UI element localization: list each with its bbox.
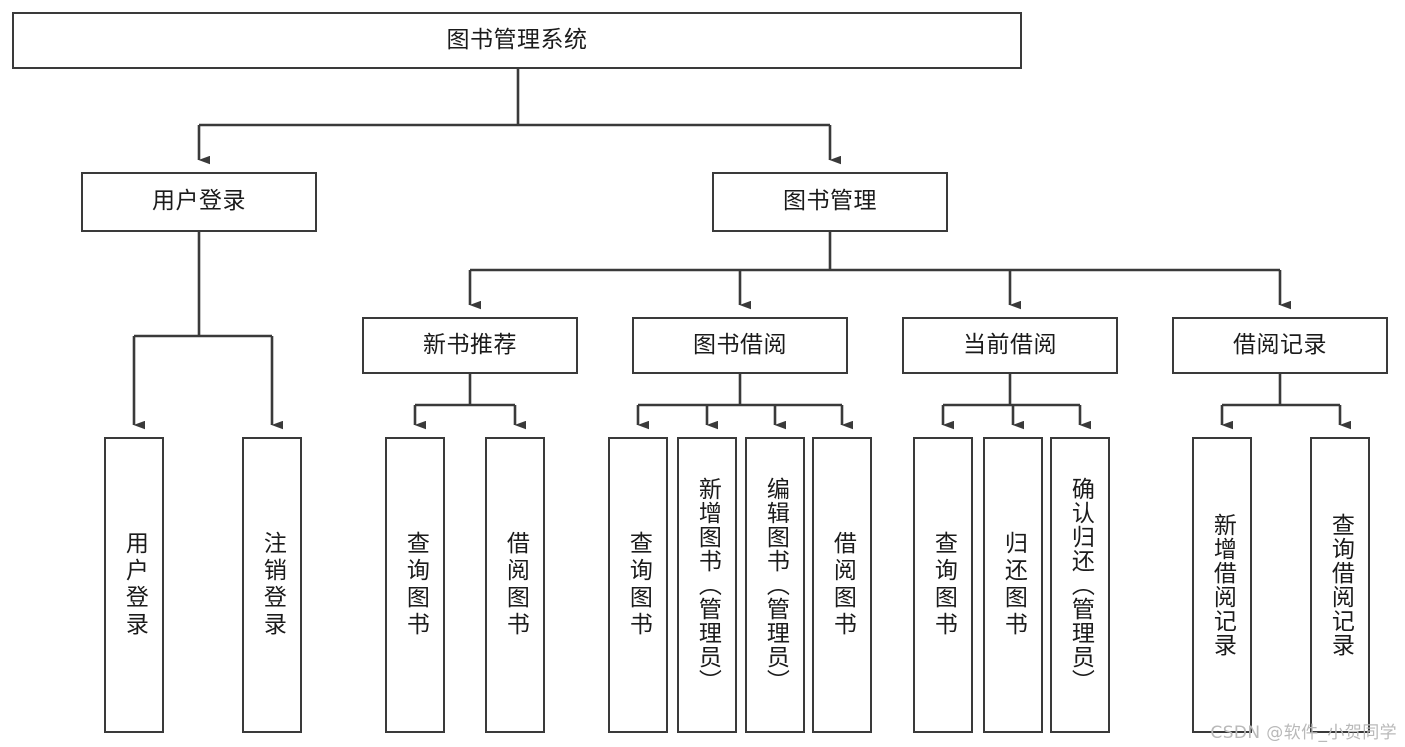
leaf-borrow-book-recommend[interactable]: 借阅图书 xyxy=(485,437,545,733)
leaf-add-book-admin[interactable]: 新增图书（管理员） xyxy=(677,437,737,733)
node-label: 新书推荐 xyxy=(423,331,517,358)
leaf-user-login[interactable]: 用户登录 xyxy=(104,437,164,733)
leaf-borrow-book[interactable]: 借阅图书 xyxy=(812,437,872,733)
leaf-query-book-recommend[interactable]: 查询图书 xyxy=(385,437,445,733)
node-label: 图书管理 xyxy=(783,188,877,215)
node-label: 新增图书（管理员） xyxy=(694,477,721,693)
node-label: 确认归还（管理员） xyxy=(1067,477,1094,693)
leaf-return-book[interactable]: 归还图书 xyxy=(983,437,1043,733)
leaf-logout[interactable]: 注销登录 xyxy=(242,437,302,733)
node-label: 查询借阅记录 xyxy=(1327,513,1354,657)
node-label: 新增借阅记录 xyxy=(1209,513,1236,657)
node-label: 图书管理系统 xyxy=(446,26,588,53)
node-current-borrow[interactable]: 当前借阅 xyxy=(902,317,1118,374)
csdn-watermark: CSDN @软件_小贺同学 xyxy=(1210,723,1397,743)
node-root-system[interactable]: 图书管理系统 xyxy=(12,12,1022,69)
node-label: 归还图书 xyxy=(1000,531,1027,639)
leaf-confirm-return-admin[interactable]: 确认归还（管理员） xyxy=(1050,437,1110,733)
leaf-query-borrow-record[interactable]: 查询借阅记录 xyxy=(1310,437,1370,733)
node-borrow-record[interactable]: 借阅记录 xyxy=(1172,317,1388,374)
node-label: 查询图书 xyxy=(625,531,652,639)
node-label: 借阅图书 xyxy=(829,531,856,639)
leaf-query-book-current[interactable]: 查询图书 xyxy=(913,437,973,733)
node-label: 借阅图书 xyxy=(502,531,529,639)
node-label: 编辑图书（管理员） xyxy=(762,477,789,693)
node-user-login[interactable]: 用户登录 xyxy=(81,172,317,232)
leaf-add-borrow-record[interactable]: 新增借阅记录 xyxy=(1192,437,1252,733)
node-book-management[interactable]: 图书管理 xyxy=(712,172,948,232)
node-label: 查询图书 xyxy=(930,531,957,639)
node-label: 注销登录 xyxy=(259,531,286,639)
node-label: 用户登录 xyxy=(121,531,148,639)
leaf-edit-book-admin[interactable]: 编辑图书（管理员） xyxy=(745,437,805,733)
node-label: 查询图书 xyxy=(402,531,429,639)
node-label: 当前借阅 xyxy=(963,331,1057,358)
node-label: 用户登录 xyxy=(152,188,246,215)
node-book-borrow[interactable]: 图书借阅 xyxy=(632,317,848,374)
leaf-query-book-borrow[interactable]: 查询图书 xyxy=(608,437,668,733)
node-new-book-recommend[interactable]: 新书推荐 xyxy=(362,317,578,374)
node-label: 图书借阅 xyxy=(693,331,787,358)
node-label: 借阅记录 xyxy=(1233,331,1327,358)
